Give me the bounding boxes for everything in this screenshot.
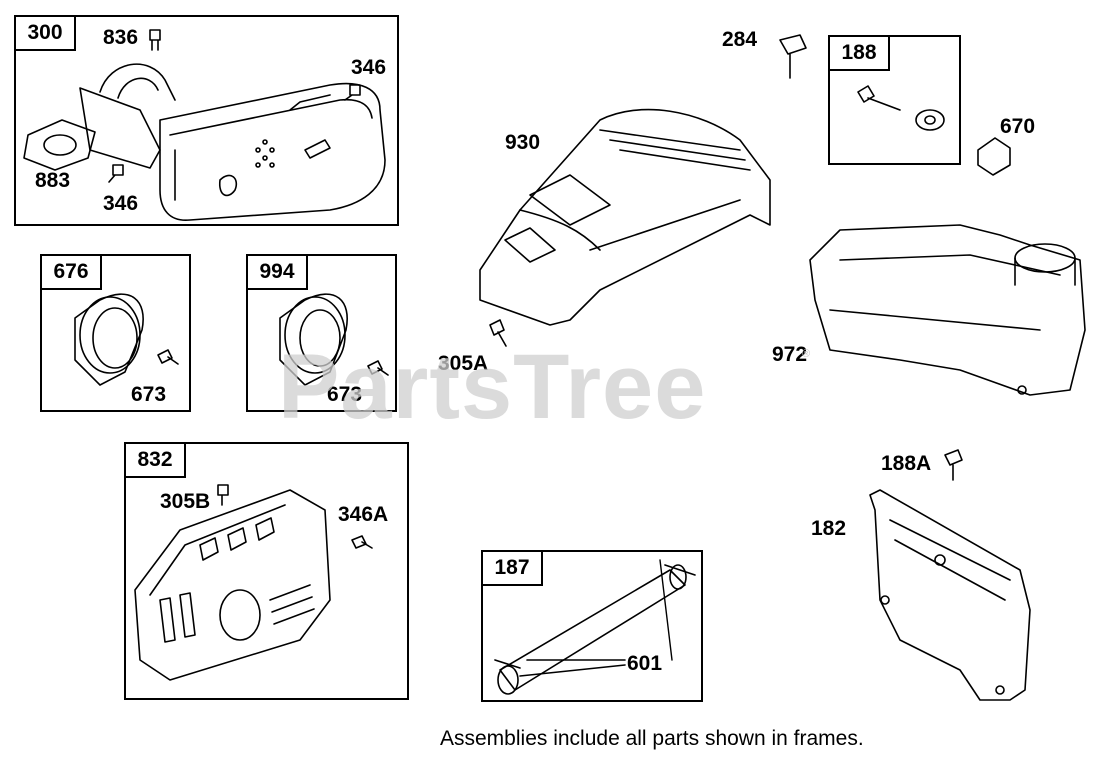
hose-187-drawing: [494, 564, 696, 695]
muffler-drawing: [23, 29, 386, 221]
frame-676: 676: [40, 254, 191, 412]
frame-187: 187: [481, 550, 703, 702]
part-label-673-right: 673: [327, 383, 363, 406]
frame-label-188: 188: [828, 35, 890, 71]
fuel-tank-972-drawing: [809, 224, 1086, 396]
frame-label-187: 187: [481, 550, 543, 586]
part-label-673-left: 673: [131, 383, 167, 406]
part-label-836: 836: [103, 26, 139, 49]
part-label-346-bottom: 346: [103, 192, 139, 215]
frame-label-676: 676: [40, 254, 102, 290]
registered-mark: ®: [802, 348, 811, 360]
frame-994: 994: [246, 254, 397, 412]
frame-label-832: 832: [124, 442, 186, 478]
screen-994-drawing: [279, 293, 389, 386]
part-label-305A: 305A: [438, 352, 489, 375]
frame-label-300: 300: [14, 15, 76, 51]
frame-188: 188: [828, 35, 961, 165]
leader-lines: [659, 559, 673, 661]
deflector-676-drawing: [74, 293, 179, 386]
small-hardware-drawing: [779, 34, 1011, 176]
part-label-188A: 188A: [881, 452, 932, 475]
part-label-284: 284: [722, 28, 758, 51]
frame-300: 300: [14, 15, 399, 226]
guard-832-drawing: [134, 484, 373, 681]
part-label-670: 670: [1000, 115, 1036, 138]
bracket-182-drawing: [869, 449, 1031, 701]
part-label-346-top: 346: [351, 56, 387, 79]
part-label-182: 182: [811, 517, 847, 540]
part-label-601: 601: [627, 652, 663, 675]
part-label-883: 883: [35, 169, 71, 192]
frame-label-994: 994: [246, 254, 308, 290]
partstree-watermark: PartsTree: [278, 336, 707, 438]
part-label-930: 930: [505, 131, 541, 154]
frame-832: 832: [124, 442, 409, 700]
part-label-346A: 346A: [338, 503, 389, 526]
assemblies-note: Assemblies include all parts shown in fr…: [440, 727, 864, 750]
cover-930-drawing: [479, 108, 771, 347]
part-label-972: 972: [772, 343, 808, 366]
part-label-305B: 305B: [160, 490, 211, 513]
